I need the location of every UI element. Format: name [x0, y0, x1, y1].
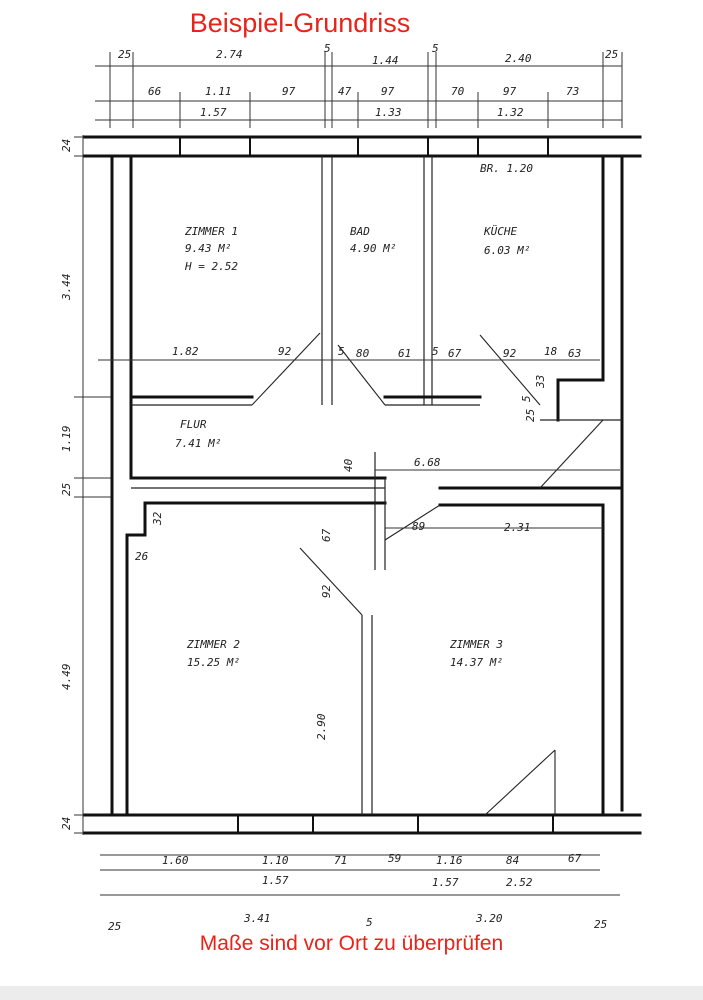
top-dimension-lines	[95, 52, 623, 128]
room-kueche-name: KÜCHE	[483, 225, 517, 238]
dim-bottom3-4: 25	[594, 918, 607, 930]
dim-bottom1-5: 84	[506, 854, 519, 867]
dim-inner-3: 80	[356, 347, 370, 360]
measurement-disclaimer: Maße sind vor Ort zu überprüfen	[199, 932, 504, 955]
inner-walls	[125, 156, 624, 815]
dim-bottom1-4: 1.16	[436, 854, 463, 867]
left-dimension-labels: 24 3.44 1.19 25 4.49 24	[60, 139, 73, 830]
dim-left-1: 3.44	[60, 274, 73, 302]
dim-mid-6: 26	[135, 550, 149, 563]
dim-top1-5: 2.40	[505, 52, 532, 65]
dim-top2-5: 70	[451, 85, 465, 98]
room-flur-area: 7.41 M²	[175, 437, 221, 450]
room-labels: ZIMMER 1 9.43 M² H = 2.52 BAD 4.90 M² KÜ…	[175, 225, 530, 669]
dim-left-5: 24	[60, 817, 73, 830]
dim-mid-7: 92	[320, 584, 333, 598]
dim-bottom1-1: 1.10	[262, 854, 289, 867]
room-zimmer1-area: 9.43 M²	[185, 242, 231, 255]
dim-top2-7: 73	[566, 85, 579, 98]
dim-kitchen-1: 5	[520, 395, 533, 402]
room-zimmer2-area: 15.25 M²	[187, 656, 240, 669]
dim-mid-0: 40	[342, 458, 355, 472]
dim-inner-0: 1.82	[172, 345, 199, 358]
dim-left-2: 1.19	[60, 426, 73, 453]
dim-top2-3: 47	[338, 85, 352, 98]
dim-inner-1: 92	[278, 345, 292, 358]
dim-top1-6: 25	[605, 48, 618, 61]
dim-left-0: 24	[60, 139, 73, 152]
room-zimmer3-name: ZIMMER 3	[449, 638, 503, 651]
dim-top3-2: 1.32	[497, 106, 524, 119]
dim-bottom1-3: 59	[388, 852, 401, 865]
dim-mid-1: 6.68	[414, 456, 441, 469]
dim-inner-7: 92	[503, 347, 517, 360]
dim-bottom1-2: 71	[334, 854, 347, 867]
dim-mid-2: 67	[320, 528, 333, 542]
interior-dimension-lines	[98, 359, 620, 896]
top-dimension-labels: 25 2.74 5 1.44 5 2.40 25 66 1.11 97 47 9…	[118, 42, 618, 119]
dim-bottom3-1: 3.41	[243, 912, 271, 925]
dim-top2-1: 1.11	[205, 85, 232, 98]
dim-bottom3-0: 25	[108, 920, 121, 930]
outer-walls	[83, 135, 642, 835]
dim-kitchen-2: 25	[524, 409, 537, 422]
page-heading: Beispiel-Grundriss	[189, 8, 411, 38]
dim-kitchen-0: 33	[534, 375, 547, 389]
dim-bottom2-2: 2.52	[506, 876, 533, 889]
dim-left-3: 25	[60, 483, 73, 496]
dim-top2-2: 97	[282, 85, 296, 98]
dim-top1-4: 5	[432, 42, 439, 55]
dim-bottom3-2: 5	[366, 916, 373, 929]
dim-mid-4: 2.31	[504, 521, 531, 534]
dim-top1-1: 2.74	[216, 48, 243, 61]
dim-top1-2: 5	[324, 42, 331, 55]
window-width-label: BR. 1.20	[480, 162, 533, 175]
dim-bottom2-0: 1.57	[262, 874, 289, 887]
dim-inner-4: 61	[398, 347, 411, 360]
dim-top1-0: 25	[118, 48, 131, 61]
dim-top2-6: 97	[503, 85, 517, 98]
door-swings	[251, 332, 604, 816]
dim-bottom1-6: 67	[568, 852, 582, 865]
dim-inner-5: 5	[432, 345, 439, 358]
left-dimension-lines	[74, 135, 112, 835]
dim-inner-2: 5	[338, 345, 345, 358]
dim-top2-4: 97	[381, 85, 395, 98]
room-zimmer1-height: H = 2.52	[184, 260, 238, 273]
bottom-dimension-labels: 1.60 1.10 71 59 1.16 84 67 1.57 1.57 2.5…	[108, 852, 607, 930]
dim-bottom3-3: 3.20	[475, 912, 503, 925]
room-bad-name: BAD	[350, 225, 370, 238]
dim-mid-8: 2.90	[315, 713, 328, 740]
bottom-bar	[0, 986, 703, 1000]
room-bad-area: 4.90 M²	[350, 242, 396, 255]
room-flur-name: FLUR	[180, 418, 207, 431]
dim-mid-3: 89	[412, 520, 425, 533]
dim-top2-0: 66	[148, 85, 162, 98]
interior-dimension-labels: 1.82 92 5 80 61 5 67 92 18 63 33 5 25 40…	[135, 345, 581, 740]
room-kueche-area: 6.03 M²	[484, 244, 530, 257]
dim-inner-9: 63	[568, 347, 581, 360]
room-zimmer3-area: 14.37 M²	[450, 656, 503, 669]
dim-left-4: 4.49	[60, 664, 73, 691]
dim-bottom1-0: 1.60	[162, 854, 189, 867]
dim-bottom2-1: 1.57	[432, 876, 459, 889]
room-zimmer2-name: ZIMMER 2	[186, 638, 240, 651]
dim-top3-0: 1.57	[200, 106, 227, 119]
room-zimmer1-name: ZIMMER 1	[184, 225, 238, 238]
dim-top1-3: 1.44	[372, 54, 399, 67]
dim-inner-8: 18	[544, 345, 558, 358]
dim-inner-6: 67	[448, 347, 462, 360]
dim-top3-1: 1.33	[375, 106, 402, 119]
dim-mid-5: 32	[151, 511, 164, 526]
floor-plan: 25 2.74 5 1.44 5 2.40 25 66 1.11 97 47 9…	[60, 42, 642, 930]
